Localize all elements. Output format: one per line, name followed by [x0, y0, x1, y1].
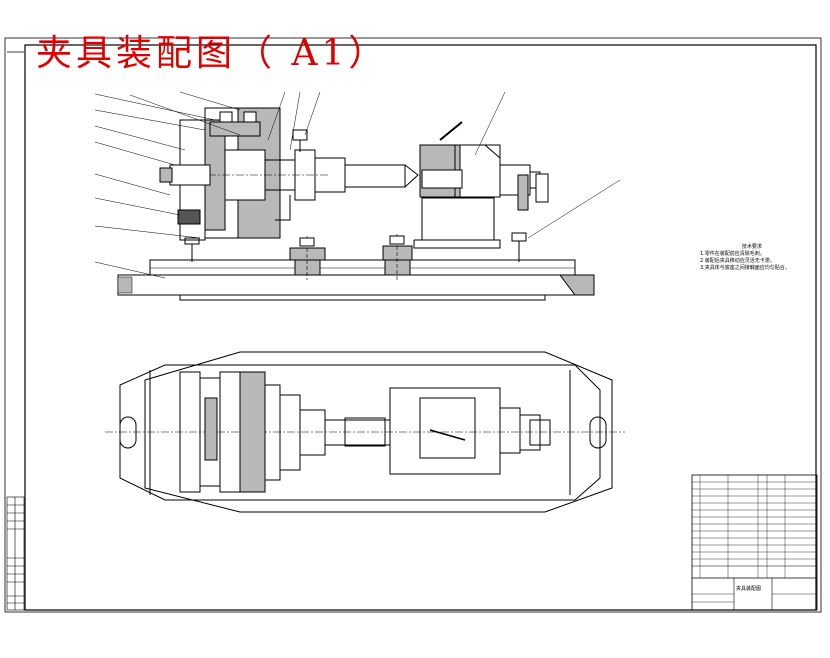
title-block-drawing-name: 夹具装配图 [736, 586, 762, 592]
technical-note-3: 3.夹具体与底座之间接触面应均匀贴合。 [700, 265, 790, 271]
technical-note-1: 1.零件在装配前应清除毛刺。 [700, 251, 765, 257]
top-view [105, 351, 625, 513]
part-leaders [94, 91, 621, 279]
sheet-border [4, 37, 822, 613]
bill-of-materials [691, 474, 818, 611]
revision-strip [6, 496, 25, 611]
technical-note-2: 2.装配后夹具移动应灵活无卡滞。 [700, 258, 775, 264]
technical-notes-title: 技术要求 [741, 244, 762, 250]
drawing-title: 夹具装配图（ A1） [36, 33, 389, 74]
technical-notes: 技术要求 1.零件在装配前应清除毛刺。 2.装配后夹具移动应灵活无卡滞。 3.夹… [700, 244, 790, 272]
front-view [117, 107, 595, 301]
